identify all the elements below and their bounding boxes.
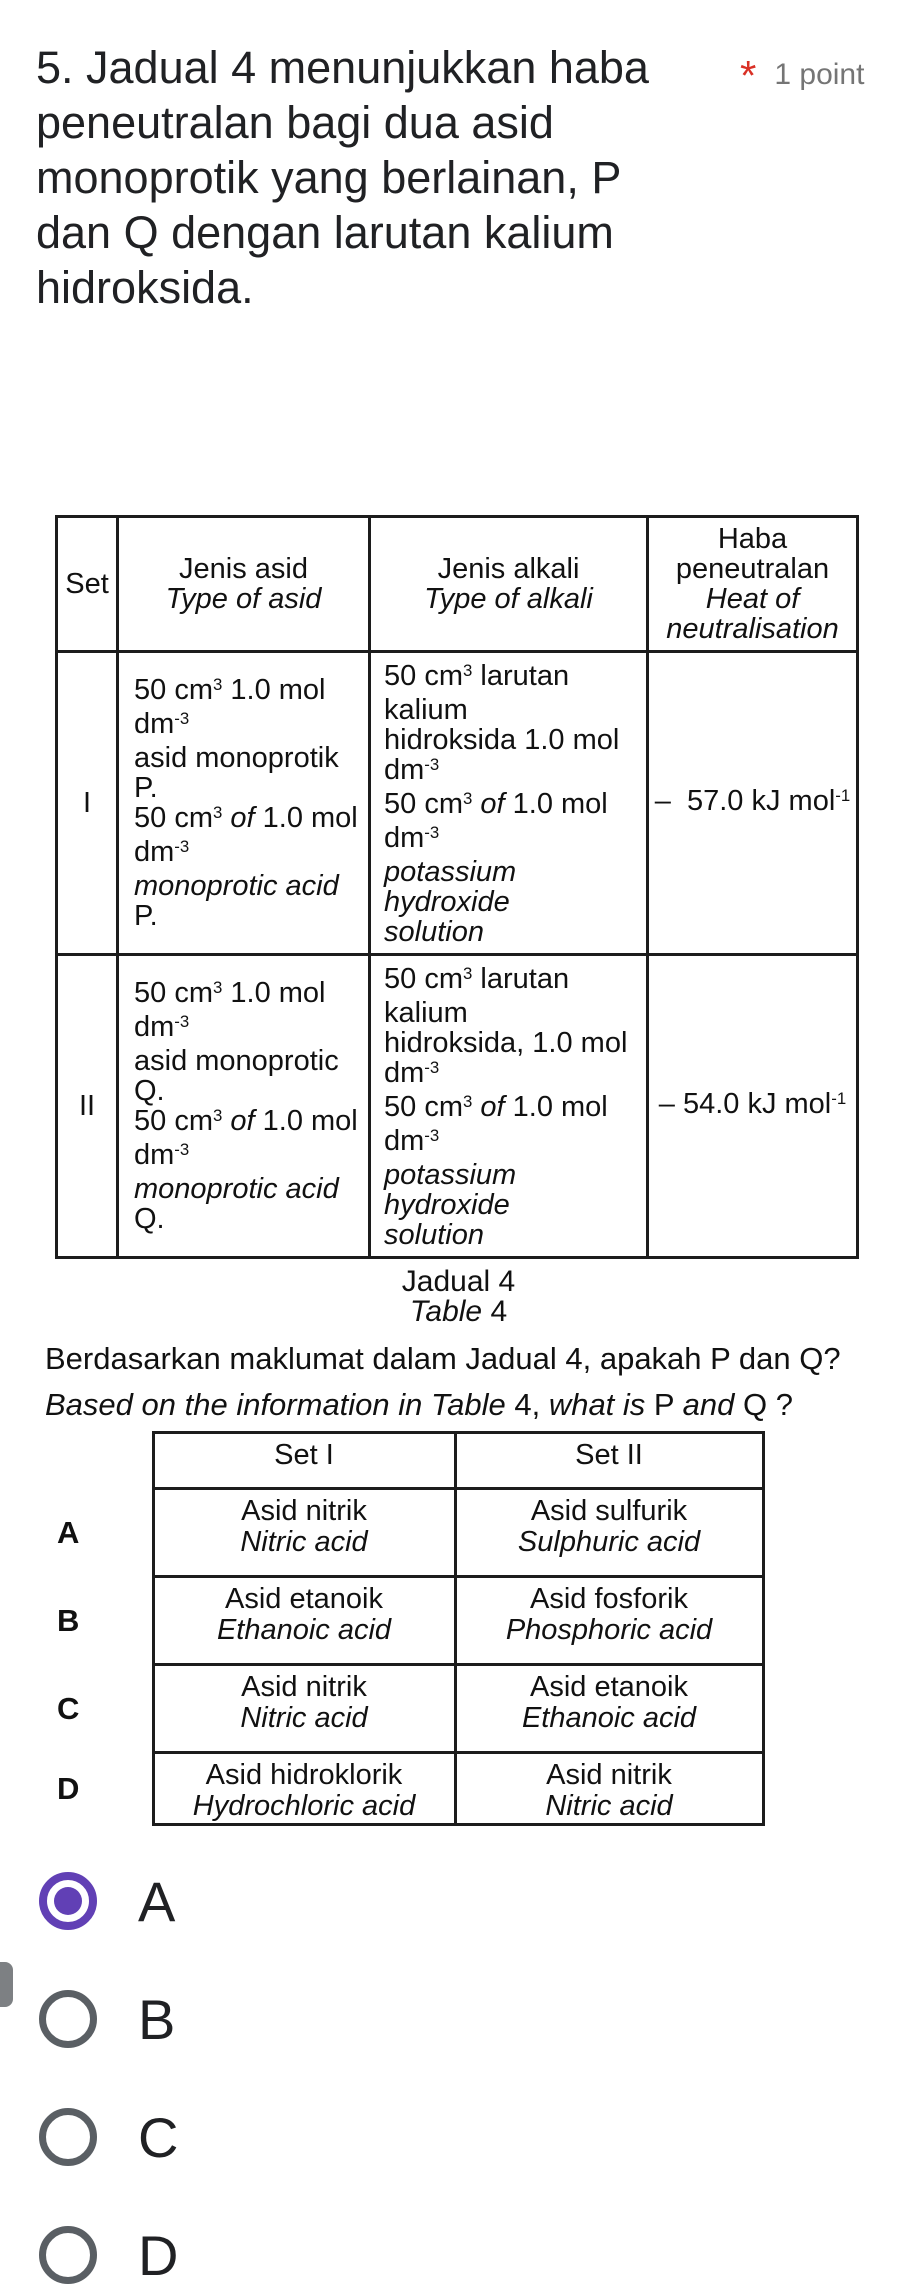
scroll-tab[interactable] <box>0 1962 13 2007</box>
options-header-set2: Set II <box>453 1431 765 1490</box>
radio-label-D: D <box>138 2223 179 2287</box>
option-letter-D: D <box>57 1771 80 1806</box>
radio-D[interactable] <box>39 2226 97 2284</box>
options-gutter-header <box>30 1433 153 1489</box>
prompt: Berdasarkan maklumat dalam Jadual 4, apa… <box>45 1341 883 1423</box>
table-caption: Jadual 4 Table 4 <box>55 1267 862 1327</box>
option-letter-C: C <box>57 1691 80 1726</box>
radio-label-C: C <box>138 2105 179 2169</box>
radio-C[interactable] <box>39 2108 97 2166</box>
jadual4-I-heat: – 57.0 kJ mol-1 <box>646 650 859 956</box>
radio-B[interactable] <box>39 1990 97 2048</box>
points-area: * 1 point <box>740 55 864 97</box>
radio-A-selected[interactable] <box>39 1872 97 1930</box>
table-caption-english: Table 4 <box>409 1295 508 1328</box>
radio-option-C[interactable]: C <box>39 2106 883 2169</box>
prompt-english: Based on the information in Table 4, wha… <box>45 1387 793 1422</box>
jadual4-II-heat: – 54.0 kJ mol-1 <box>646 953 859 1259</box>
option-letter-B: B <box>57 1603 80 1638</box>
table-caption-malay: Jadual 4 <box>401 1265 516 1298</box>
question-title: 5. Jadual 4 menunjukkan haba peneutralan… <box>36 42 649 313</box>
jadual4-I-set: I <box>55 650 119 956</box>
jadual4-II-set: II <box>55 953 119 1259</box>
options-header-set1: Set I <box>151 1431 457 1490</box>
points-label: 1 point <box>774 58 865 91</box>
question-card: 5. Jadual 4 menunjukkan haba peneutralan… <box>0 0 911 2030</box>
radio-option-A[interactable]: A <box>39 1870 883 1933</box>
jadual4-header-set: Set <box>55 515 119 653</box>
radio-label-B: B <box>138 1987 176 2051</box>
radio-label-A: A <box>138 1869 176 1933</box>
required-asterisk: * <box>740 52 757 99</box>
radio-option-D[interactable]: D <box>39 2224 883 2287</box>
radio-option-B[interactable]: B <box>39 1988 883 2051</box>
option-letter-A: A <box>57 1515 80 1550</box>
prompt-malay: Berdasarkan maklumat dalam Jadual 4, apa… <box>45 1341 841 1376</box>
